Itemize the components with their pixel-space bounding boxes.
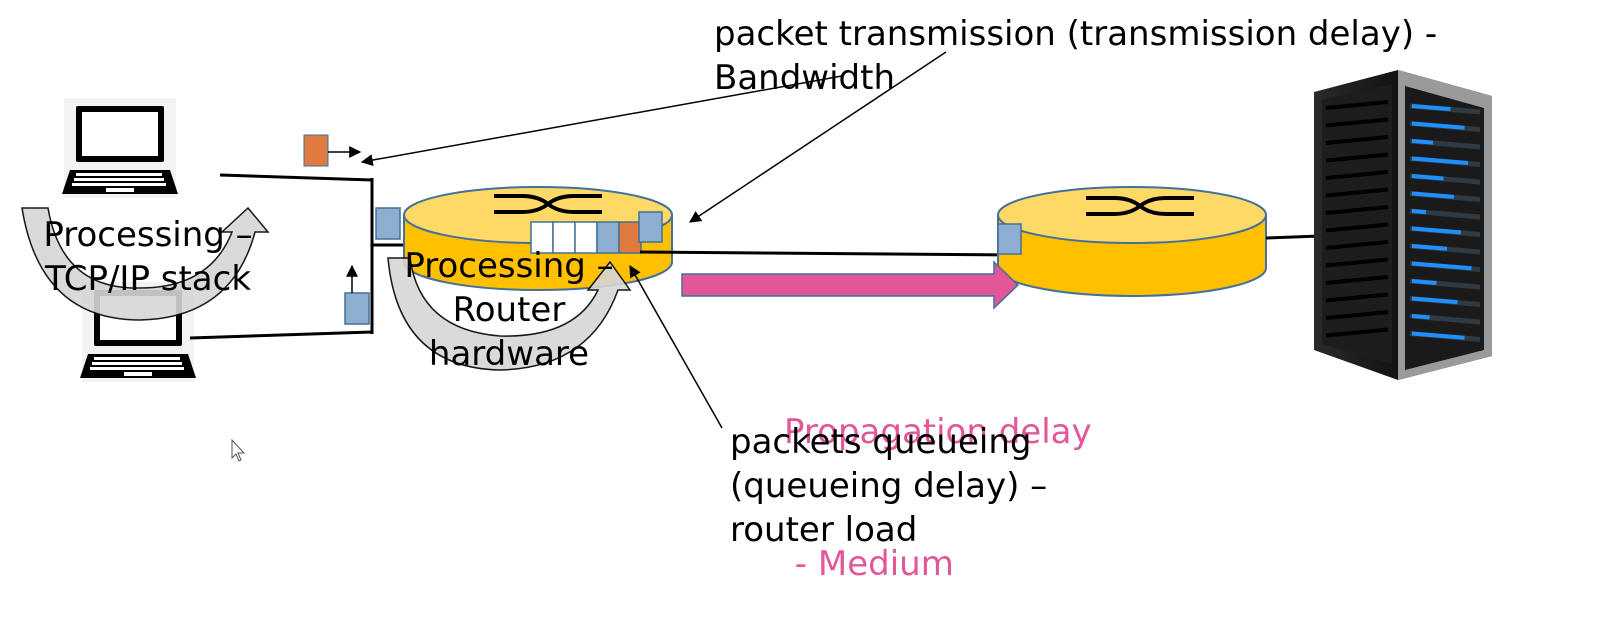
queueing-delay-label: packets queueing (queueing delay) – rout…	[730, 420, 1047, 552]
server-rack-icon	[1314, 70, 1492, 380]
server-light	[1411, 139, 1434, 145]
server-light	[1411, 191, 1455, 199]
router-link	[639, 250, 1019, 257]
transmission-delay-label: packet transmission (transmission delay)…	[714, 12, 1437, 100]
server-slot	[1325, 257, 1389, 268]
mouse-pointer-icon	[231, 438, 246, 462]
label-line: packets queueing	[730, 422, 1032, 462]
laptop-icon	[62, 98, 178, 198]
label-line: Bandwidth	[714, 58, 896, 98]
server-light	[1411, 209, 1427, 215]
blue-packet	[344, 292, 370, 325]
host-processing-arrow	[21, 206, 270, 321]
server-slot	[1325, 152, 1389, 163]
server-slot	[1325, 135, 1389, 145]
label-line: Propagation delay	[784, 412, 1092, 452]
router-queue-buffer	[530, 221, 642, 254]
propagation-arrow	[681, 260, 1020, 310]
server-light	[1411, 244, 1448, 251]
server-slot	[1325, 117, 1389, 128]
server-slot	[1325, 222, 1389, 233]
server-slot	[1325, 205, 1389, 215]
server-slot	[1325, 100, 1389, 110]
label-line: (queueing delay) –	[730, 466, 1048, 506]
server-slot	[1325, 327, 1389, 338]
label-line: Processing –	[404, 246, 614, 286]
label-line: Router	[452, 290, 566, 330]
label-line: router load	[730, 510, 918, 550]
blue-packet	[375, 207, 401, 240]
server-slot	[1325, 310, 1389, 320]
label-line: hardware	[428, 334, 590, 374]
server-slot	[1325, 275, 1389, 285]
server-light	[1411, 156, 1469, 165]
network-delay-diagram	[21, 51, 1492, 462]
server-light	[1411, 279, 1437, 285]
annotation-arrows	[360, 51, 947, 429]
server-light	[1411, 121, 1465, 130]
label-line: packet transmission (transmission delay)…	[714, 14, 1438, 54]
server-slot	[1325, 240, 1389, 250]
blue-packet	[997, 223, 1022, 255]
host-processing-label: Processing – TCP/IP stack	[30, 213, 266, 301]
server-slot	[1325, 187, 1389, 198]
blue-packet	[638, 211, 663, 243]
server-light	[1411, 174, 1444, 181]
server-light	[1411, 261, 1472, 271]
server-light	[1411, 314, 1430, 320]
server-light	[1411, 226, 1462, 235]
label-line: Processing –	[43, 215, 253, 255]
label-line: TCP/IP stack	[44, 259, 252, 299]
server-slot	[1325, 170, 1389, 180]
server-light	[1411, 331, 1465, 340]
access-links	[189, 173, 405, 340]
server-slot	[1325, 292, 1389, 303]
router-processing-label: Processing – Router hardware	[396, 244, 622, 376]
router-processing-arrow	[387, 257, 632, 371]
server-link	[1265, 234, 1321, 240]
router-icon	[997, 186, 1267, 297]
server-light	[1411, 104, 1451, 112]
orange-packet	[303, 134, 329, 167]
server-light	[1411, 296, 1458, 305]
